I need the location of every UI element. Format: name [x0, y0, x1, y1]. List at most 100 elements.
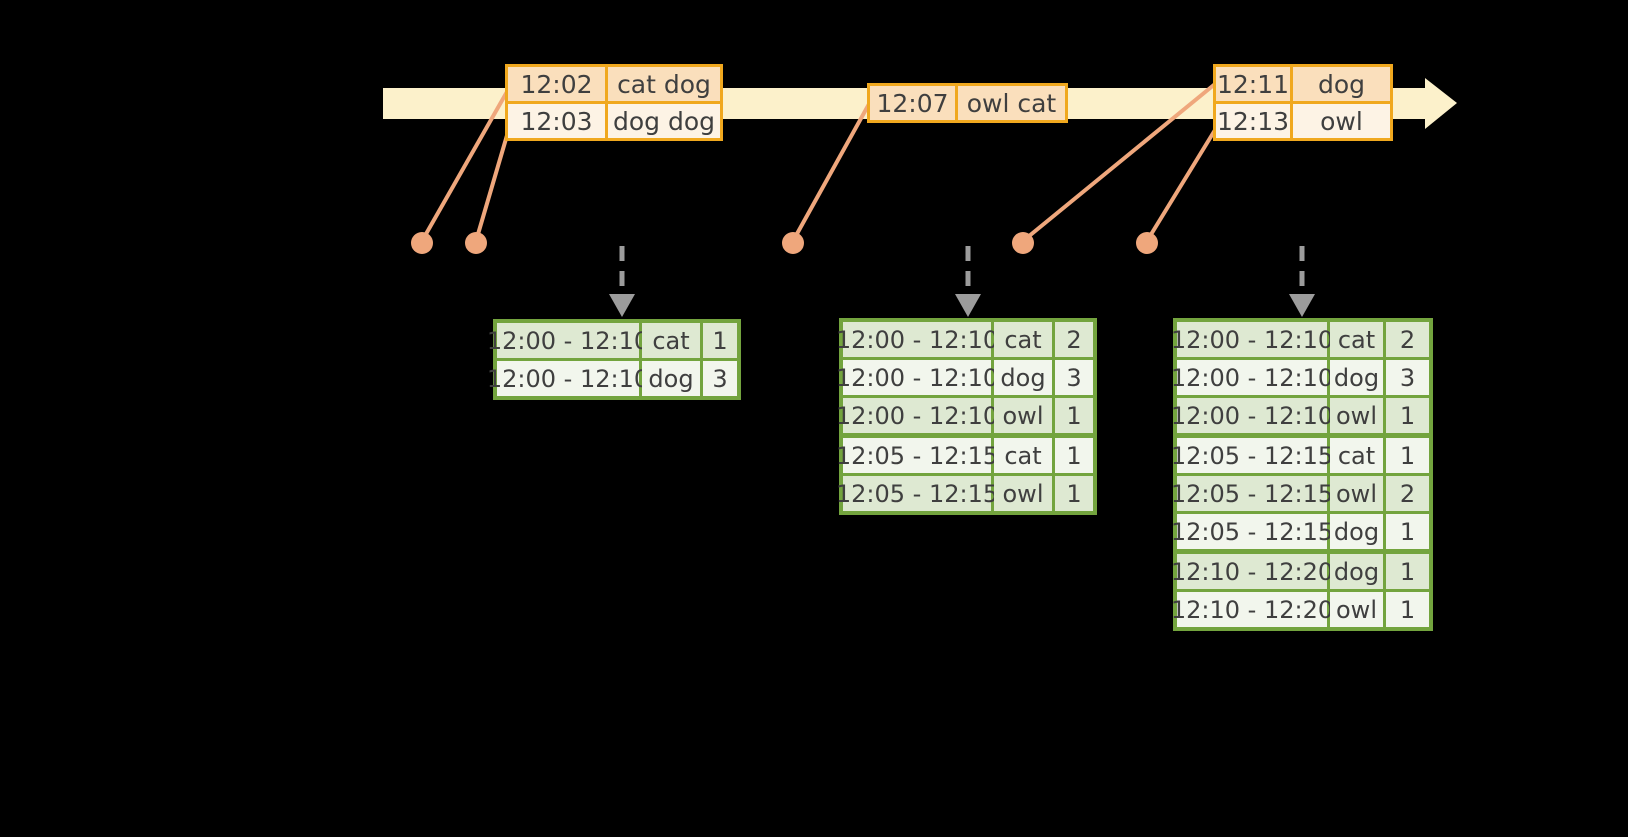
- window-cell: 12:00 - 12:10: [836, 322, 998, 357]
- count-cell: 1: [703, 323, 737, 358]
- down-arrow-icon: [955, 294, 981, 317]
- count-cell: 3: [1386, 360, 1429, 395]
- word-cell: cat: [1330, 438, 1383, 473]
- event-marker-dots: [411, 232, 1158, 254]
- event-time-cell: 12:07: [870, 86, 955, 120]
- count-cell: 1: [1386, 592, 1429, 627]
- event-dot-icon: [465, 232, 487, 254]
- count-cell: 3: [703, 361, 737, 396]
- event-words-cell: cat dog: [608, 67, 720, 101]
- count-cell: 1: [1055, 398, 1093, 433]
- down-arrow-icon: [1289, 294, 1315, 317]
- window-cell: 12:05 - 12:15: [836, 438, 998, 473]
- word-cell: cat: [642, 323, 700, 358]
- word-cell: owl: [1330, 592, 1383, 627]
- window-cell: 12:00 - 12:10: [487, 361, 649, 396]
- count-cell: 2: [1055, 322, 1093, 357]
- window-cell: 12:05 - 12:15: [1171, 476, 1333, 511]
- connector-line-12-02: [420, 89, 510, 242]
- window-cell: 12:05 - 12:15: [836, 476, 998, 511]
- event-dot-icon: [1012, 232, 1034, 254]
- event-words-cell: dog: [1293, 67, 1390, 101]
- word-cell: owl: [1330, 476, 1383, 511]
- count-cell: 1: [1055, 476, 1093, 511]
- event-connector-lines: [420, 82, 1217, 243]
- word-cell: cat: [994, 322, 1052, 357]
- window-cell: 12:00 - 12:10: [836, 398, 998, 433]
- window-cell: 12:10 - 12:20: [1171, 554, 1333, 589]
- word-cell: dog: [1330, 360, 1383, 395]
- window-cell: 12:00 - 12:10: [836, 360, 998, 395]
- event-dot-icon: [1136, 232, 1158, 254]
- window-cell: 12:10 - 12:20: [1171, 592, 1333, 627]
- count-cell: 1: [1386, 438, 1429, 473]
- word-cell: owl: [1330, 398, 1383, 433]
- down-arrow-icon: [609, 294, 635, 317]
- count-cell: 1: [1386, 554, 1429, 589]
- event-time-cell: 12:02: [508, 67, 605, 101]
- word-cell: cat: [994, 438, 1052, 473]
- window-cell: 12:00 - 12:10: [487, 323, 649, 358]
- window-cell: 12:00 - 12:10: [1171, 398, 1333, 433]
- timeline-arrowhead-icon: [1425, 78, 1457, 129]
- event-words-cell: owl cat: [958, 86, 1065, 120]
- window-cell: 12:00 - 12:10: [1171, 322, 1333, 357]
- count-cell: 1: [1386, 398, 1429, 433]
- event-time-cell: 12:03: [508, 104, 605, 138]
- event-dot-icon: [782, 232, 804, 254]
- connector-line-12-07: [791, 103, 871, 242]
- word-cell: owl: [994, 398, 1052, 433]
- count-cell: 1: [1386, 514, 1429, 549]
- word-cell: owl: [994, 476, 1052, 511]
- event-time-cell: 12:11: [1216, 67, 1290, 101]
- count-cell: 3: [1055, 360, 1093, 395]
- event-words-cell: dog dog: [608, 104, 720, 138]
- word-cell: cat: [1330, 322, 1383, 357]
- count-cell: 2: [1386, 322, 1429, 357]
- count-cell: 1: [1055, 438, 1093, 473]
- event-time-cell: 12:13: [1216, 104, 1290, 138]
- window-cell: 12:05 - 12:15: [1171, 438, 1333, 473]
- word-cell: dog: [1330, 554, 1383, 589]
- count-cell: 2: [1386, 476, 1429, 511]
- word-cell: dog: [994, 360, 1052, 395]
- connector-line-12-13: [1145, 128, 1217, 243]
- connector-line-12-03: [474, 131, 510, 242]
- word-cell: dog: [1330, 514, 1383, 549]
- trigger-arrows: [609, 246, 1315, 317]
- window-cell: 12:05 - 12:15: [1171, 514, 1333, 549]
- event-words-cell: owl: [1293, 104, 1390, 138]
- connector-line-12-11: [1021, 82, 1217, 243]
